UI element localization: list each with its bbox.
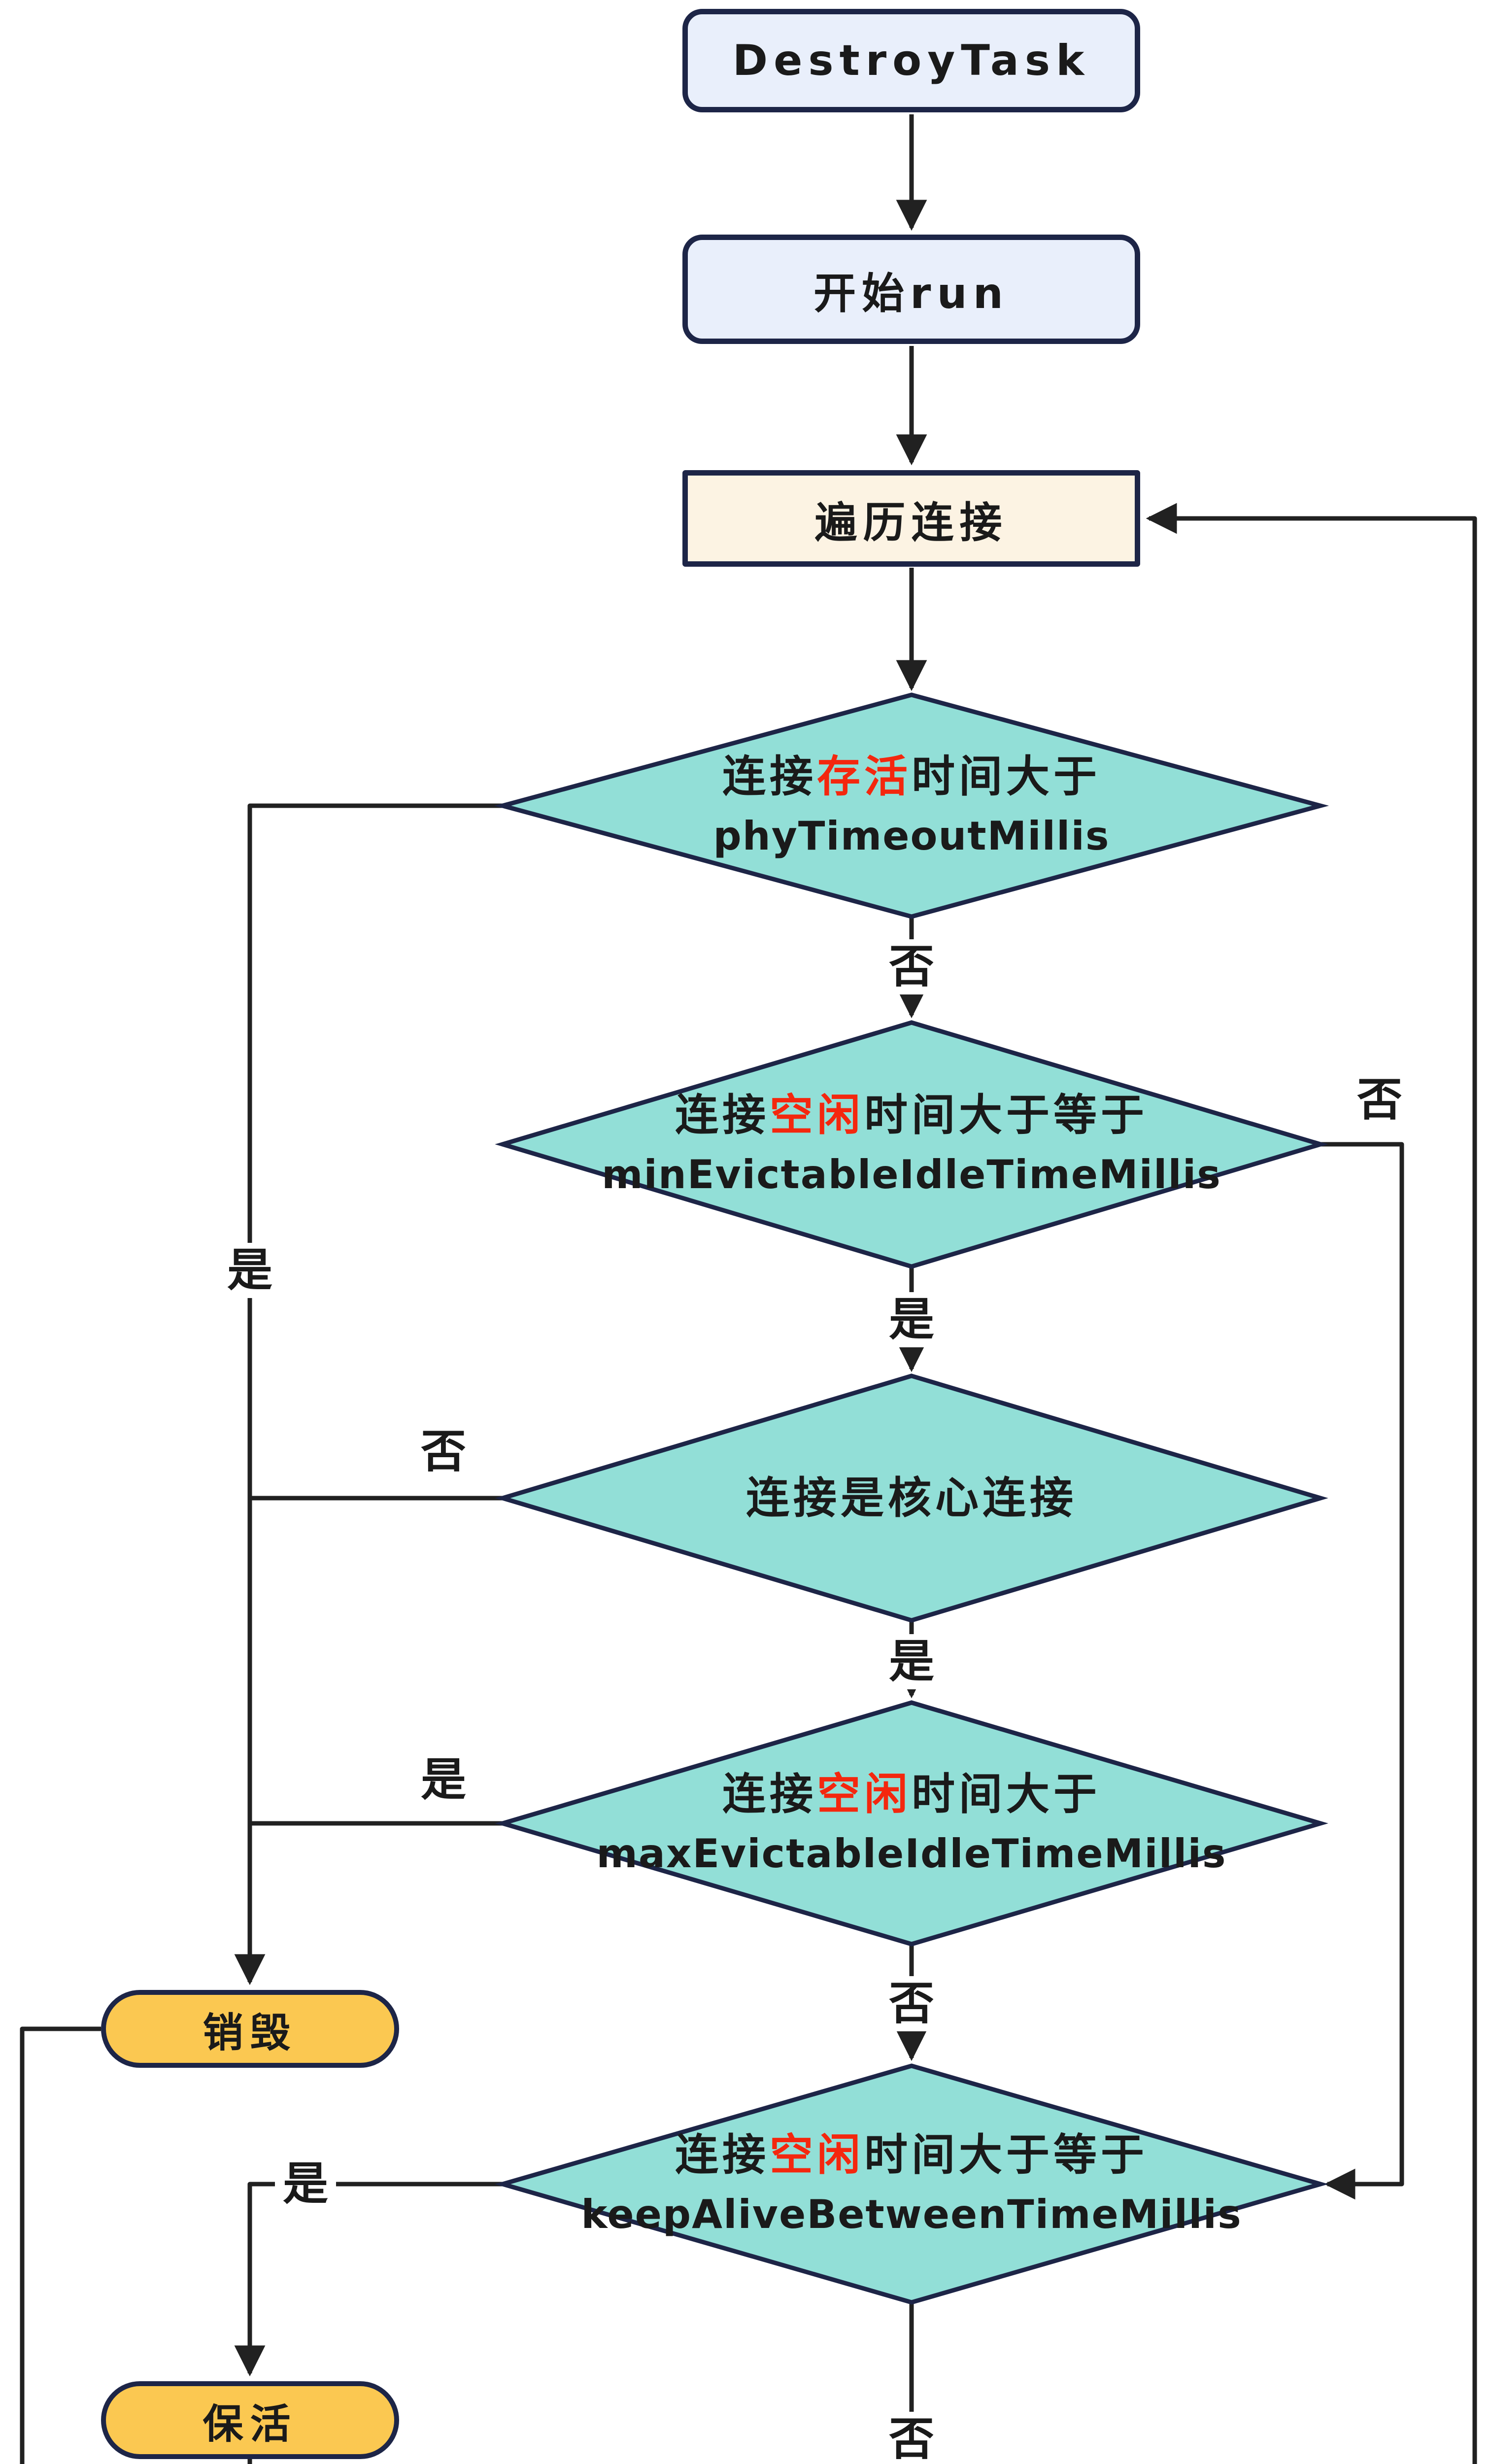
- decision-core-connection-shape: [495, 1373, 1328, 1623]
- edge-label-d2-no: 否: [1356, 1073, 1403, 1126]
- node-start-run: 开始run: [682, 235, 1140, 344]
- edge-label-d3-no: 否: [420, 1425, 467, 1478]
- edge-label-d5-yes: 是: [274, 2156, 337, 2212]
- node-keepalive-label: 保活: [203, 2400, 298, 2448]
- edge-label-d3-yes: 是: [880, 1634, 943, 1689]
- edge-label-d1-no: 否: [880, 939, 943, 994]
- edge-label-d2-yes: 是: [880, 1292, 943, 1347]
- edge-destroy-to-d6: [20, 2026, 101, 2464]
- node-traverse-connections: 遍历连接: [682, 470, 1140, 567]
- decision-keepalive-between-shape: [494, 2063, 1329, 2305]
- edge-d6-no-to-traverse: [1146, 503, 1477, 2464]
- node-keepalive: 保活: [101, 2381, 399, 2459]
- node-destroy-label: 销毁: [203, 2009, 298, 2056]
- edge-label-d4-yes: 是: [420, 1753, 467, 1806]
- node-traverse-connections-label: 遍历连接: [814, 498, 1008, 548]
- node-destroy-task-label: DestroyTask: [732, 36, 1090, 85]
- node-destroy-task: DestroyTask: [682, 9, 1140, 112]
- decision-min-evictable-shape: [495, 1020, 1328, 1269]
- decision-max-evictable-shape: [495, 1700, 1328, 1947]
- decision-phy-timeout-shape: [494, 692, 1329, 919]
- edge-label-d1-yes: 是: [219, 1243, 281, 1298]
- node-start-run-label: 开始run: [813, 269, 1009, 318]
- edge-d5-yes-to-keepalive: [234, 2182, 503, 2377]
- node-destroy: 销毁: [101, 1990, 399, 2068]
- edge-label-d5-no: 否: [880, 2412, 943, 2464]
- edge-d2-no-to-d5: [1321, 1142, 1404, 2200]
- edge-label-d4-no: 否: [880, 1976, 943, 2031]
- edge-d1-yes-to-destroy: [234, 803, 503, 1985]
